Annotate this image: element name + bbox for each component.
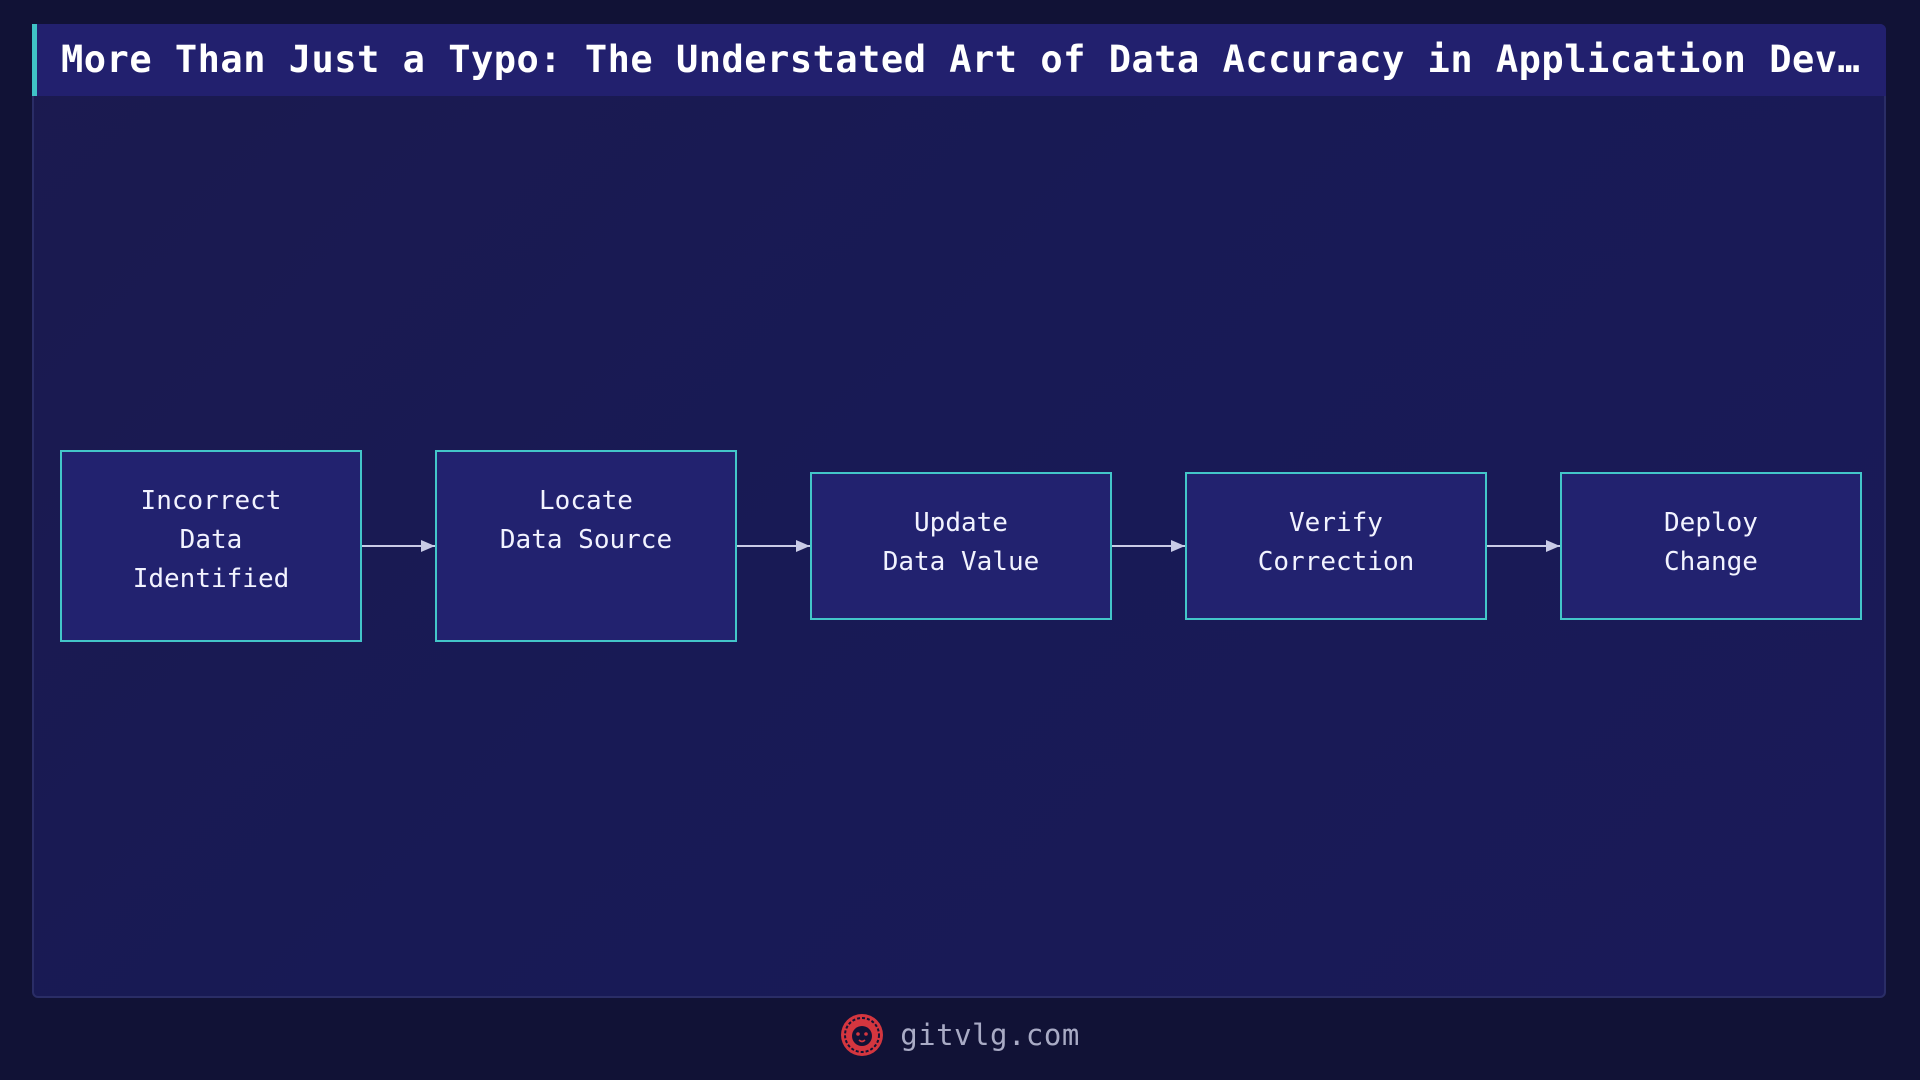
footer-site-link[interactable]: gitvlg.com <box>900 1018 1080 1052</box>
flow-node-label: Incorrect Data Identified <box>132 486 290 594</box>
flow-node-locate-data-source: Locate Data Source <box>435 450 737 642</box>
flow-node-incorrect-data-identified: Incorrect Data Identified <box>60 450 362 642</box>
flow-node-update-data-value: Update Data Value <box>810 472 1112 620</box>
lion-head-icon <box>841 1014 884 1056</box>
flow-node-label: Deploy Change <box>1664 508 1758 577</box>
flow-node-label: Verify Correction <box>1257 508 1415 577</box>
title-bar: More Than Just a Typo: The Understated A… <box>32 24 1886 96</box>
footer: gitvlg.com <box>0 1010 1920 1060</box>
flow-node-label: Update Data Value <box>882 508 1040 577</box>
flow-node-label: Locate Data Source <box>499 486 673 555</box>
flow-node-deploy-change: Deploy Change <box>1560 472 1862 620</box>
flow-node-verify-correction: Verify Correction <box>1185 472 1487 620</box>
